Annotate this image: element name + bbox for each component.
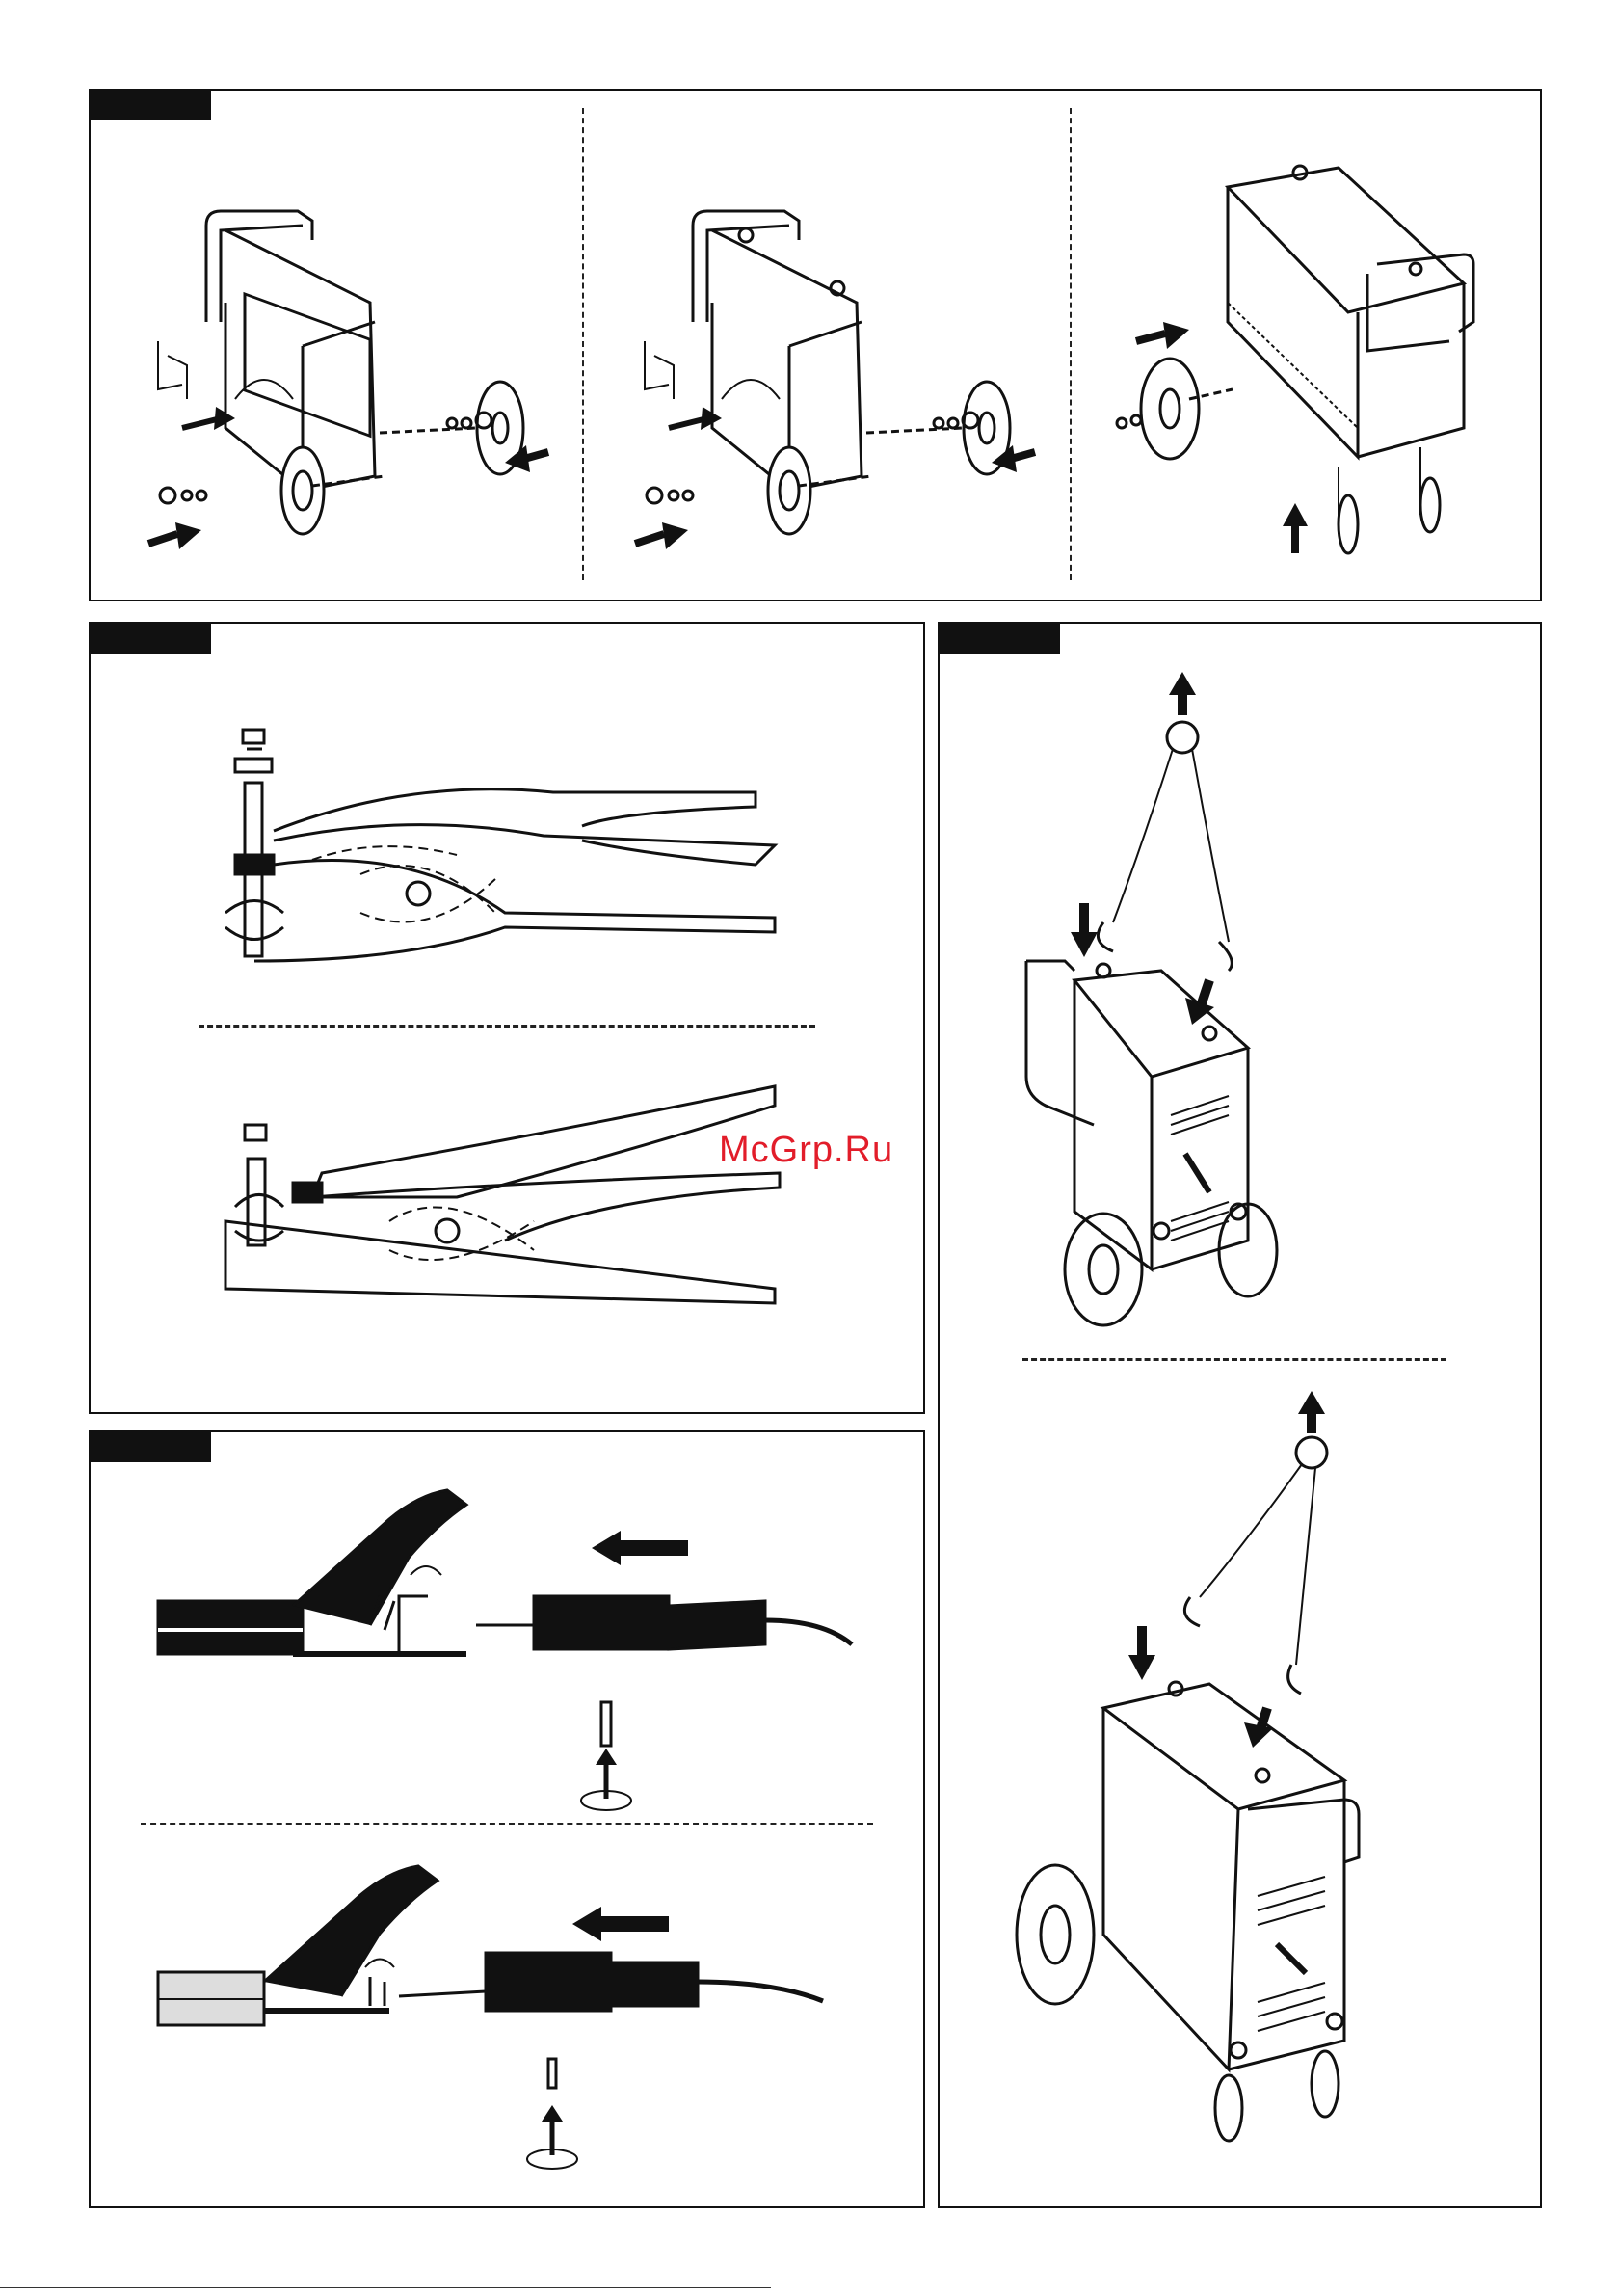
panel-lifting-instructions: [938, 622, 1542, 2208]
step-divider: [1022, 1358, 1446, 1361]
step-divider: [582, 108, 584, 580]
welder-trolley-illustration: [110, 110, 572, 592]
electrode-holder-illustration: [148, 1461, 900, 1828]
panel-wheel-assembly: [89, 89, 1542, 601]
figure-tab: [90, 1431, 211, 1462]
page-footer-line: [0, 2287, 771, 2288]
figure-tab: [939, 623, 1060, 654]
panel-electrode-holder-assembly: [89, 1430, 925, 2208]
lifting-welder-illustration: [968, 653, 1508, 1347]
panel-earth-clamp-assembly: McGrp.Ru: [89, 622, 925, 1414]
step-divider: [1070, 108, 1072, 580]
watermark: McGrp.Ru: [719, 1130, 893, 1171]
welder-trolley-illustration: [1078, 110, 1541, 592]
figure-tab: [90, 623, 211, 654]
electrode-holder-illustration: [148, 1837, 900, 2203]
step-divider: [199, 1025, 815, 1028]
lifting-welder-illustration: [959, 1375, 1499, 2166]
earth-clamp-illustration: [216, 720, 794, 1009]
welder-trolley-illustration: [597, 110, 1059, 592]
earth-clamp-illustration: [216, 1038, 794, 1327]
